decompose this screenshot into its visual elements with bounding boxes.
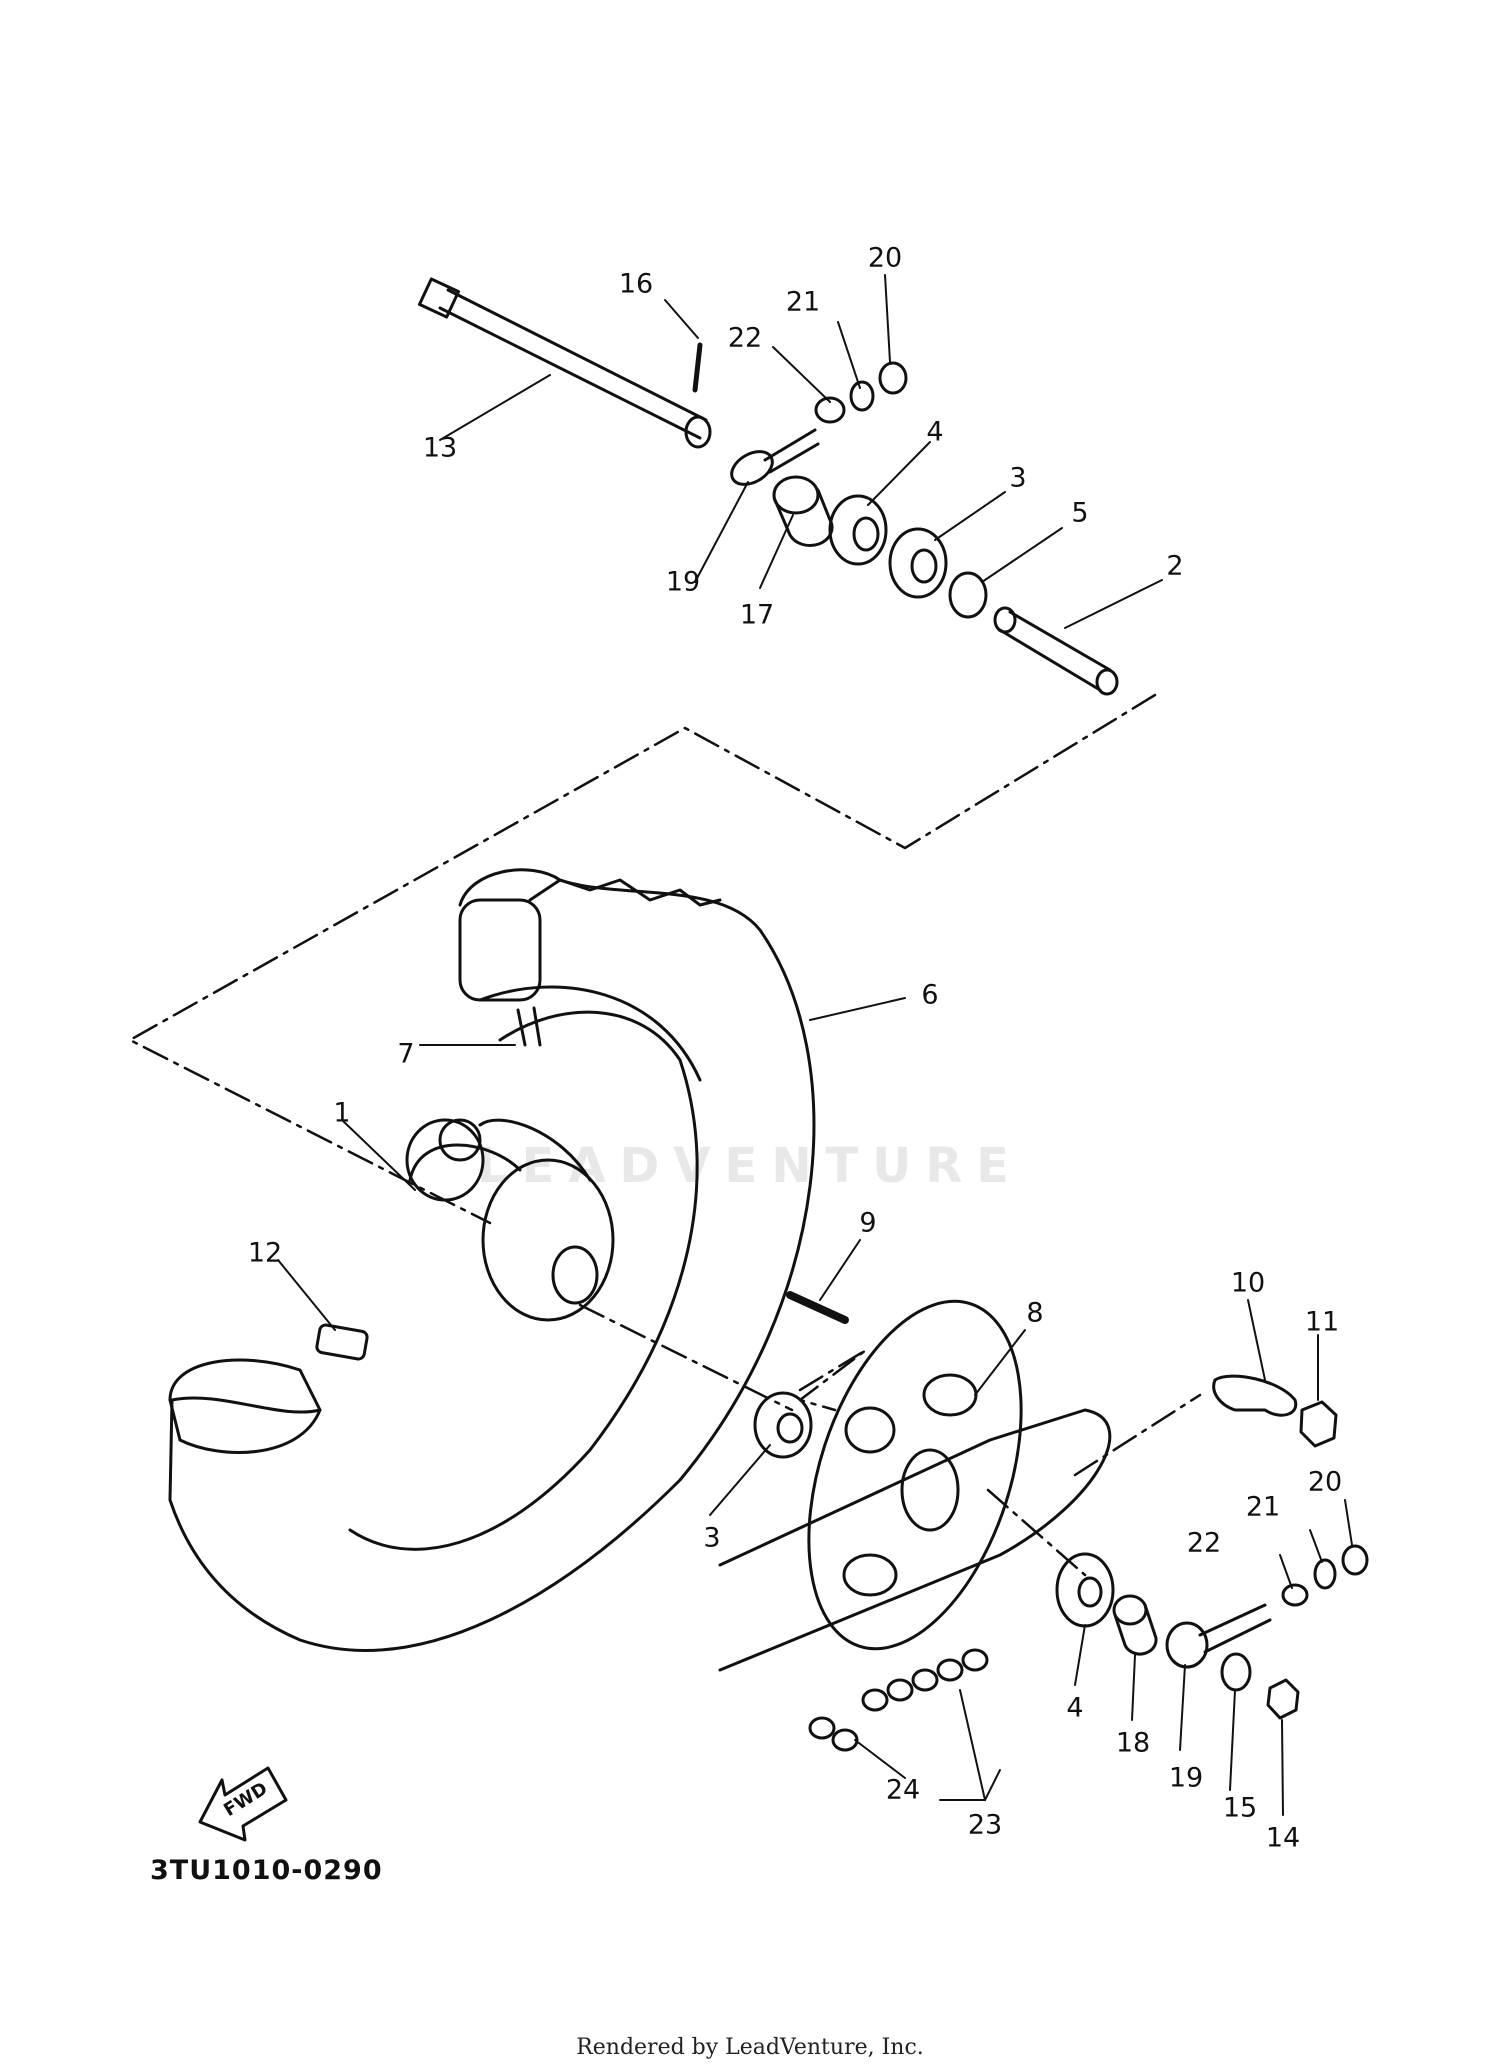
callout-16[interactable]: 16 xyxy=(618,268,654,300)
sprocket-bolt xyxy=(786,1291,849,1324)
callout-15[interactable]: 15 xyxy=(1222,1792,1258,1824)
spacer-tube xyxy=(993,606,1119,696)
callout-19-top[interactable]: 19 xyxy=(665,566,701,598)
collar-top xyxy=(772,475,834,547)
callout-20-lower[interactable]: 20 xyxy=(1307,1466,1343,1498)
wheel-rim-tire xyxy=(168,868,816,1652)
callout-5[interactable]: 5 xyxy=(1071,497,1089,529)
fwd-arrow-icon xyxy=(198,1766,288,1842)
washer-15 xyxy=(1220,1652,1252,1692)
bearing-4-top xyxy=(828,494,888,566)
bearing-3-top xyxy=(888,527,948,599)
footer-credit: Rendered by LeadVenture, Inc. xyxy=(576,2035,924,2060)
callout-7[interactable]: 7 xyxy=(397,1038,415,1070)
wheel-hub xyxy=(405,1118,615,1322)
callout-3-top[interactable]: 3 xyxy=(1009,462,1027,494)
lockwasher-21-lower xyxy=(1313,1558,1337,1590)
callout-22-top[interactable]: 22 xyxy=(727,322,763,354)
callout-4-top[interactable]: 4 xyxy=(926,416,944,448)
axle-part xyxy=(417,277,712,449)
callout-20-top[interactable]: 20 xyxy=(867,242,903,274)
callout-1[interactable]: 1 xyxy=(333,1097,351,1129)
watermark: LEADVENTURE xyxy=(477,1138,1023,1194)
callout-14[interactable]: 14 xyxy=(1265,1822,1301,1854)
rim-lock-clip xyxy=(315,1323,369,1361)
cotter-pin xyxy=(692,342,703,393)
air-valve xyxy=(516,1006,542,1047)
callout-8[interactable]: 8 xyxy=(1026,1297,1044,1329)
callout-24[interactable]: 24 xyxy=(885,1774,921,1806)
nut-20-lower xyxy=(1341,1544,1369,1576)
washer-22-top xyxy=(814,396,846,424)
chain-puller-10 xyxy=(1212,1374,1298,1417)
nut-11 xyxy=(1299,1400,1338,1448)
bearing-3-lower xyxy=(753,1391,813,1459)
rear-sprocket xyxy=(807,1299,1023,1651)
callout-21-top[interactable]: 21 xyxy=(785,286,821,318)
callout-11[interactable]: 11 xyxy=(1304,1306,1340,1338)
callout-6[interactable]: 6 xyxy=(921,979,939,1011)
callout-13[interactable]: 13 xyxy=(422,432,458,464)
lockwasher-21-top xyxy=(849,380,875,412)
bearing-4-lower xyxy=(1055,1552,1115,1628)
collar-lower xyxy=(1112,1594,1158,1656)
washer-22-lower xyxy=(1281,1583,1309,1607)
leader-lines xyxy=(277,274,1353,1816)
callout-19-lower[interactable]: 19 xyxy=(1168,1762,1204,1794)
drive-chain xyxy=(718,1408,1112,1752)
nut-20-top xyxy=(878,361,908,395)
callout-12[interactable]: 12 xyxy=(247,1237,283,1269)
diagram-code: 3TU1010-0290 xyxy=(150,1855,383,1886)
callout-22-lower[interactable]: 22 xyxy=(1186,1527,1222,1559)
chain-adjuster-lower xyxy=(1165,1603,1272,1669)
callout-9[interactable]: 9 xyxy=(859,1207,877,1239)
oil-seal-top xyxy=(948,571,988,619)
callout-2[interactable]: 2 xyxy=(1166,550,1184,582)
callout-3-lower[interactable]: 3 xyxy=(703,1522,721,1554)
callout-17[interactable]: 18 xyxy=(1115,1727,1151,1759)
callout-23[interactable]: 23 xyxy=(967,1809,1003,1841)
callout-10[interactable]: 10 xyxy=(1230,1267,1266,1299)
callout-4-lower[interactable]: 4 xyxy=(1066,1692,1084,1724)
nut-14 xyxy=(1266,1678,1300,1720)
chain-adjuster-top xyxy=(730,428,820,486)
callout-18[interactable]: 17 xyxy=(739,599,775,631)
callout-21-lower[interactable]: 21 xyxy=(1245,1491,1281,1523)
